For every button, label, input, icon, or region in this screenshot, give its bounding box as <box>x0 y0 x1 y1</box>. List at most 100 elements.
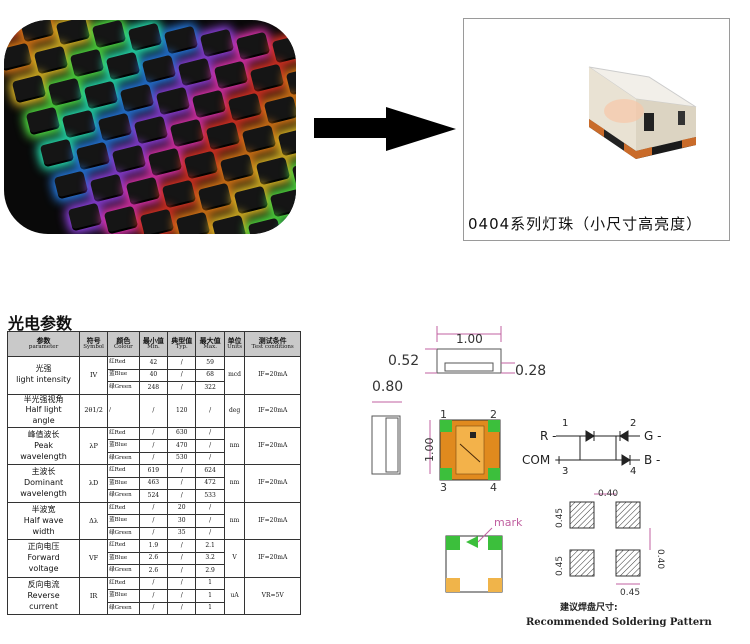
keyboard-key <box>191 89 227 119</box>
circuit-pin-3: 3 <box>562 466 568 477</box>
keyboard-key <box>97 112 133 142</box>
value-cell: 30 <box>167 514 197 528</box>
value-cell: 533 <box>195 489 225 503</box>
colour-cell: 蓝Blue <box>107 589 140 603</box>
keyboard-key <box>197 182 233 212</box>
symbol-cell: IV <box>79 356 109 395</box>
value-cell: / <box>138 439 169 453</box>
keyboard-key <box>255 156 291 186</box>
value-cell: / <box>195 393 225 428</box>
parameter-name-line: 峰值波长 <box>27 429 60 439</box>
circuit-com-label: COM + <box>522 453 564 467</box>
value-cell: / <box>167 356 197 370</box>
soldering-pattern <box>569 493 651 585</box>
keyboard-key <box>91 20 127 49</box>
keyboard-key <box>133 115 169 145</box>
keyboard-key <box>211 214 247 234</box>
value-cell: / <box>167 564 197 578</box>
keyboard-key <box>127 22 163 52</box>
value-cell: 470 <box>167 439 197 453</box>
value-cell: / <box>138 514 169 528</box>
keyboard-key <box>163 25 199 55</box>
arrow-head-icon <box>386 107 456 151</box>
dim-front-height: 1.00 <box>423 438 436 463</box>
unit-cell: deg <box>223 393 246 428</box>
value-cell: / <box>167 576 197 591</box>
condition-cell: VR=5V <box>244 576 301 616</box>
value-cell: / <box>167 476 197 491</box>
colour-cell: 绿Green <box>107 451 140 466</box>
keyboard-key <box>161 179 197 209</box>
value-cell: / <box>138 426 169 441</box>
keyboard-key <box>227 92 263 122</box>
value-cell: 630 <box>167 426 197 441</box>
value-cell: / <box>167 368 197 382</box>
colour-cell: 蓝Blue <box>107 476 140 491</box>
value-cell: / <box>138 576 169 591</box>
value-cell: / <box>195 451 225 466</box>
parameter-name-line: 主波长 <box>31 467 56 477</box>
table-row: 绿Green/35/ <box>8 526 301 541</box>
pin-4-label: 4 <box>490 481 497 494</box>
keyboard-key <box>125 176 161 206</box>
parameter-name-line: wavelength <box>20 489 67 499</box>
side-view-drawing <box>371 401 402 475</box>
keyboard-key <box>47 77 83 107</box>
top-view-drawing <box>425 326 515 374</box>
keyboard-key <box>175 211 211 234</box>
keyboard-key <box>53 170 89 200</box>
value-cell: / <box>167 381 197 395</box>
front-view-drawing <box>429 419 501 481</box>
keyboard-key <box>25 106 61 136</box>
value-cell: 1 <box>195 589 225 603</box>
unit-cell: nm <box>223 426 246 466</box>
value-cell: 524 <box>138 489 169 503</box>
value-cell: / <box>167 489 197 503</box>
circuit-r-label: R - <box>540 429 556 443</box>
rgb-keyboard-photo <box>4 20 296 234</box>
parameter-name-line: width <box>32 526 55 536</box>
keyboard-key <box>169 118 205 148</box>
keyboard-key <box>277 127 296 157</box>
circuit-g-label: G - <box>644 429 661 443</box>
pad-dim-bottom: 0.45 <box>620 588 640 598</box>
value-cell: / <box>138 501 169 516</box>
pin-2-label: 2 <box>490 408 497 421</box>
keyboard-key <box>199 28 235 58</box>
colour-cell: 蓝Blue <box>107 551 140 566</box>
unit-cell: V <box>223 539 246 578</box>
value-cell: 2.6 <box>138 551 169 566</box>
keyboard-key <box>291 159 296 189</box>
keyboard-key <box>241 124 277 154</box>
parameter-name-line: Reverse <box>27 590 60 600</box>
value-cell: / <box>195 501 225 516</box>
colour-cell: 绿Green <box>107 526 140 541</box>
value-cell: 530 <box>167 451 197 466</box>
table-title: 光电参数 <box>8 314 73 333</box>
colour-cell: 绿Green <box>107 381 140 395</box>
keyboard-key <box>235 31 271 61</box>
condition-cell: IF=20mA <box>244 426 301 466</box>
keyboard-key <box>183 150 219 180</box>
parameter-name-line: 半光强视角 <box>23 394 64 404</box>
parameter-name-line: Half wave <box>23 515 64 525</box>
keyboard-key <box>4 42 33 72</box>
keyboard-key <box>83 80 119 110</box>
keyboard-key <box>103 205 139 234</box>
dim-right-height: 0.28 <box>515 363 546 379</box>
colour-cell: 绿Green <box>107 564 140 578</box>
value-cell: 59 <box>195 356 225 370</box>
value-cell: 2.1 <box>195 539 225 553</box>
value-cell: 3.2 <box>195 551 225 566</box>
value-cell: / <box>167 601 197 616</box>
keyboard-key <box>233 185 269 215</box>
keyboard-key <box>205 121 241 151</box>
